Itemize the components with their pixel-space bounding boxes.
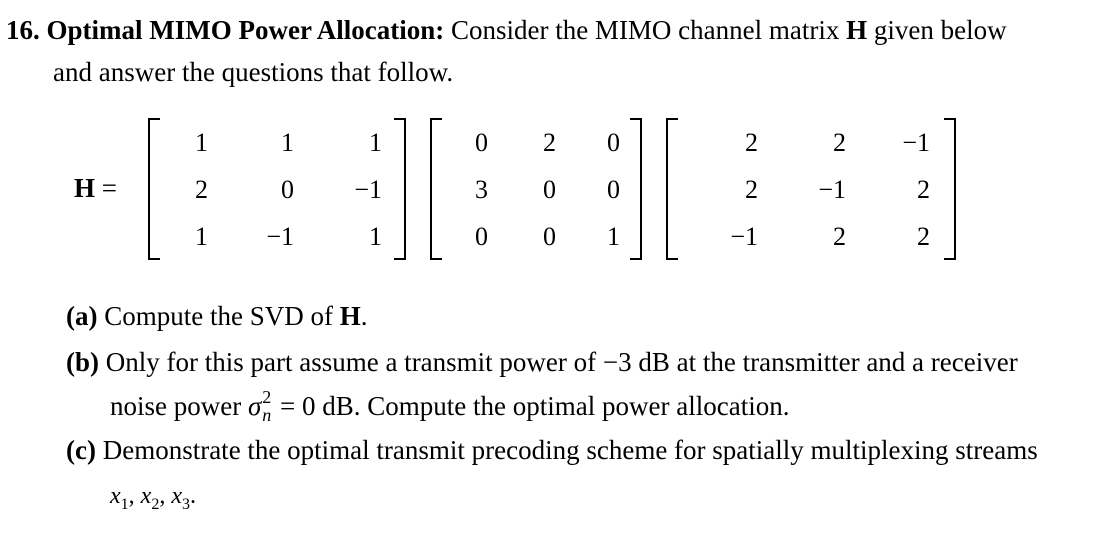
part-a: (a) Compute the SVD of H. bbox=[66, 300, 368, 332]
stream-subscript: 2 bbox=[151, 495, 160, 513]
matrix-cell: 0 bbox=[543, 222, 556, 251]
matrix-cell: 2 bbox=[543, 128, 556, 157]
part-c-label: (c) bbox=[66, 435, 96, 465]
part-b-text-2: at the transmitter and a receiver bbox=[676, 347, 1018, 377]
part-b-power-unit: dB bbox=[638, 347, 670, 377]
matrix-cell: 1 bbox=[607, 222, 620, 251]
left-bracket bbox=[148, 118, 160, 260]
equation-lhs: H = bbox=[74, 172, 117, 204]
matrix-cell: 2 bbox=[745, 175, 758, 204]
part-a-period: . bbox=[360, 301, 368, 331]
matrix-cell: −1 bbox=[818, 175, 846, 204]
part-a-label: (a) bbox=[66, 301, 98, 331]
part-c-line-2: x1, x2, x3. bbox=[110, 480, 196, 521]
matrix-cell: −1 bbox=[730, 222, 758, 251]
stream-x: x bbox=[110, 483, 121, 509]
right-bracket bbox=[944, 118, 956, 260]
stream-x: x bbox=[140, 483, 152, 509]
matrix-cell: 1 bbox=[281, 128, 294, 157]
matrix-cell: 1 bbox=[369, 222, 382, 251]
stream-subscript: 3 bbox=[181, 495, 190, 513]
matrix-cell: 2 bbox=[745, 128, 758, 157]
part-b-power-value: −3 bbox=[602, 347, 632, 377]
intro-text-2: given below bbox=[873, 15, 1007, 45]
matrix-cell: 0 bbox=[281, 175, 294, 204]
matrix-cell: 0 bbox=[607, 175, 620, 204]
right-bracket bbox=[630, 118, 642, 260]
left-bracket bbox=[666, 118, 678, 260]
part-a-matrix-symbol: H bbox=[339, 301, 361, 331]
part-b-equals: = 0 bbox=[280, 391, 316, 421]
matrix-cell: −1 bbox=[902, 128, 930, 157]
sigma-symbol: σ bbox=[247, 391, 262, 421]
period: . bbox=[189, 483, 196, 509]
problem-number: 16. bbox=[6, 15, 40, 45]
matrix-cell: 0 bbox=[475, 222, 488, 251]
right-bracket bbox=[394, 118, 406, 260]
lhs-symbol: H bbox=[74, 173, 96, 203]
stream-x: x bbox=[171, 483, 182, 509]
matrix-2: 0 2 0 3 0 0 0 0 1 bbox=[430, 118, 642, 260]
matrix-cell: 1 bbox=[369, 128, 382, 157]
part-b-text-1: Only for this part assume a transmit pow… bbox=[105, 347, 597, 377]
part-b-text-3: noise power bbox=[110, 391, 242, 421]
part-b-text-4: . Compute the optimal power allocation. bbox=[353, 391, 790, 421]
matrix-cell: −1 bbox=[354, 175, 382, 204]
part-b-label: (b) bbox=[66, 347, 99, 377]
matrix-cell: 2 bbox=[917, 222, 930, 251]
matrix-cell: −1 bbox=[266, 222, 294, 251]
part-c-line-1: (c) Demonstrate the optimal transmit pre… bbox=[66, 434, 1038, 466]
matrix-cell: 0 bbox=[607, 128, 620, 157]
sigma-superscript: 2 bbox=[262, 387, 272, 407]
matrix-cell: 0 bbox=[543, 175, 556, 204]
stream-subscript: 1 bbox=[120, 495, 129, 513]
comma: , bbox=[128, 483, 135, 509]
matrix-1: 1 1 1 2 0 −1 1 −1 1 bbox=[148, 118, 406, 260]
matrix-cell: 2 bbox=[195, 175, 208, 204]
intro-matrix-symbol: H bbox=[846, 15, 868, 45]
intro-text-1: Consider the MIMO channel matrix bbox=[450, 15, 840, 45]
part-b-noise-unit: dB bbox=[322, 391, 354, 421]
matrix-cell: 3 bbox=[475, 175, 488, 204]
left-bracket bbox=[430, 118, 442, 260]
problem-heading: 16. Optimal MIMO Power Allocation: Consi… bbox=[6, 14, 1007, 46]
part-a-text: Compute the SVD of bbox=[104, 301, 333, 331]
equals-sign: = bbox=[101, 173, 117, 203]
problem-title: Optimal MIMO Power Allocation: bbox=[46, 15, 445, 45]
intro-line-2: and answer the questions that follow. bbox=[53, 57, 454, 87]
matrix-cell: 0 bbox=[475, 128, 488, 157]
matrix-cell: 1 bbox=[195, 128, 208, 157]
matrix-cell: 1 bbox=[195, 222, 208, 251]
comma: , bbox=[159, 483, 166, 509]
matrix-3: 2 2 −1 2 −1 2 −1 2 2 bbox=[666, 118, 956, 260]
matrix-cell: 2 bbox=[917, 175, 930, 204]
part-c-text: Demonstrate the optimal transmit precodi… bbox=[102, 435, 1038, 465]
sigma-subscript: n bbox=[262, 405, 272, 425]
matrix-cell: 2 bbox=[833, 128, 846, 157]
part-b-line-1: (b) Only for this part assume a transmit… bbox=[66, 346, 1018, 378]
matrix-cell: 2 bbox=[833, 222, 846, 251]
